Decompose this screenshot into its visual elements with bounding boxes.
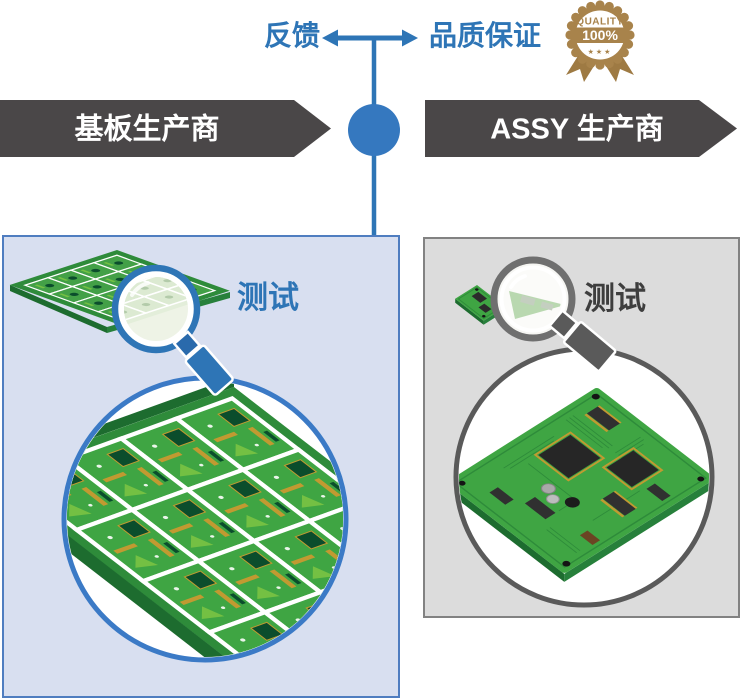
zoom-circle-right — [453, 346, 715, 608]
panel-assembly-test: 测试 — [423, 237, 740, 618]
process-banners: 基板生产商 ASSY 生产商 — [0, 100, 737, 157]
panel-substrate-test: 测试 — [2, 235, 400, 698]
panel-right-art — [453, 256, 715, 608]
panel-left-art — [9, 250, 349, 663]
quality-assurance-label: 品质保证 — [429, 20, 542, 51]
banner-right-label: ASSY 生产商 — [490, 113, 664, 146]
feedback-label: 反馈 — [263, 20, 320, 51]
test-label-left: 测试 — [237, 280, 299, 315]
magnifier-handle-left — [172, 330, 234, 396]
magnifier-handle-right — [547, 308, 617, 373]
connector-graphic — [322, 29, 418, 237]
banner-left-label: 基板生产商 — [74, 113, 219, 146]
badge-title-text: QUALITY — [576, 17, 623, 28]
banner-right-arrow — [425, 100, 737, 157]
zoom-circle-left — [61, 375, 349, 663]
badge-stars-text: ★★★ — [588, 48, 613, 56]
banner-left-arrow — [0, 100, 331, 157]
badge-value-text: 100% — [582, 27, 618, 43]
junction-node-circle — [348, 104, 400, 156]
quality-badge-icon: QUALITY 100% ★★★ — [565, 0, 635, 82]
test-label-right: 测试 — [584, 281, 646, 316]
magnifier-icon-left — [111, 264, 234, 396]
magnifier-icon-right — [490, 256, 617, 373]
double-arrow-icon — [322, 29, 418, 47]
badge-band — [571, 27, 629, 43]
